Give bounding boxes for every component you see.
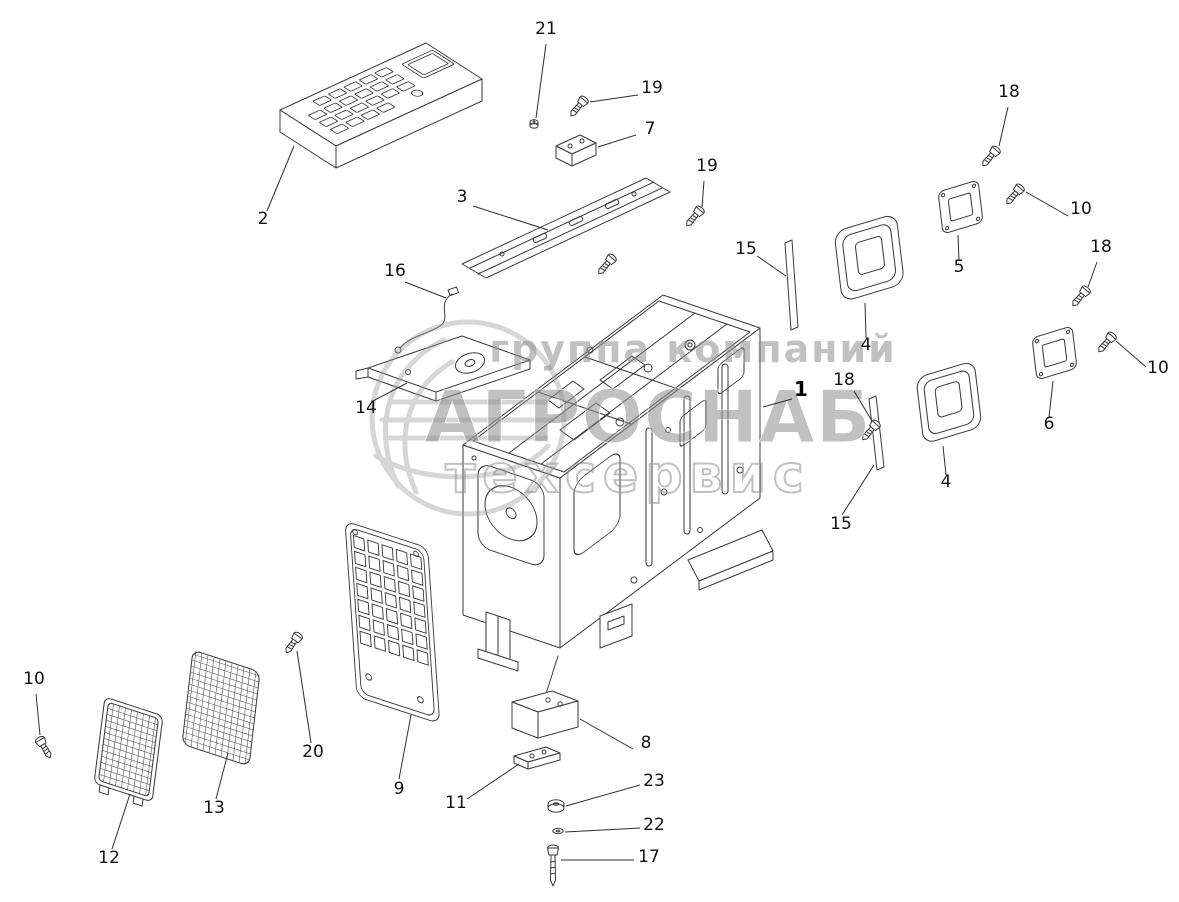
part-3-slide-rail (461, 177, 671, 279)
part-17-screw (547, 844, 559, 887)
callout-23: 23 (643, 771, 665, 791)
callout-labels: 21 19 7 2 3 19 16 14 18 10 5 15 4 18 10 … (23, 19, 1169, 868)
part-16-wiring (394, 286, 460, 354)
part-6-bezel (1032, 327, 1077, 379)
callout-2: 2 (258, 209, 269, 229)
callout-10-b: 10 (1147, 358, 1169, 378)
callout-20: 20 (302, 742, 324, 762)
callout-10-a: 10 (1070, 199, 1092, 219)
housing-interior (508, 312, 728, 465)
callout-10-c: 10 (23, 669, 45, 689)
watermark: группа компаний АГРОСНАБ техсервис (369, 319, 897, 517)
housing-left-opening (477, 465, 545, 566)
keypad-buttons-icon (308, 50, 455, 134)
panel-9-holes (352, 534, 429, 666)
part-4-gasket-a (834, 215, 904, 300)
part-19-screw-b (682, 203, 707, 230)
part-13-mesh-panel (182, 650, 260, 765)
part-4-gasket-b (916, 362, 982, 442)
part-11-bracket (513, 746, 561, 770)
callout-12: 12 (98, 848, 120, 868)
callout-16: 16 (384, 261, 406, 281)
leader-lines (35, 43, 1147, 861)
callout-15-a: 15 (735, 239, 757, 259)
grille-grid-icon (99, 703, 158, 796)
rail-mount-screw (594, 251, 619, 278)
part-12-grille-panel (94, 698, 163, 807)
callout-18-b: 18 (1090, 237, 1112, 257)
housing-feet (477, 529, 774, 672)
callout-13: 13 (203, 798, 225, 818)
callout-17: 17 (638, 847, 660, 867)
callout-4-a: 4 (861, 335, 872, 355)
mesh-grid-icon (182, 650, 260, 765)
callout-15-b: 15 (830, 514, 852, 534)
part-18-screw-b (1068, 283, 1093, 310)
watermark-line-2: АГРОСНАБ (424, 375, 871, 459)
callout-5: 5 (954, 257, 965, 277)
callout-18-a: 18 (998, 82, 1020, 102)
callout-7: 7 (645, 119, 656, 139)
callout-6: 6 (1044, 414, 1055, 434)
part-8-connector-box (511, 690, 579, 739)
watermark-line-3: техсервис (445, 445, 810, 505)
part-20-screw (281, 630, 305, 657)
part-15-seal-strip-b (868, 395, 885, 471)
callout-9: 9 (394, 779, 405, 799)
callout-3: 3 (457, 187, 468, 207)
part-14-cover-plate (355, 335, 531, 402)
callout-11: 11 (445, 793, 467, 813)
part-18-screw-a (978, 143, 1003, 170)
watermark-text: группа компаний АГРОСНАБ техсервис (424, 327, 897, 506)
part-9-perforated-panel (345, 523, 440, 722)
callout-4-b: 4 (941, 472, 952, 492)
part-7-clamp (555, 134, 597, 167)
watermark-line-1: группа компаний (489, 327, 897, 371)
watermark-logo-icon (369, 319, 567, 517)
part-10-screw-a (1002, 181, 1027, 208)
callout-19-b: 19 (696, 156, 718, 176)
part-5-bezel (938, 181, 983, 233)
callout-8: 8 (641, 733, 652, 753)
callout-14: 14 (355, 398, 377, 418)
part-19-screw-a (566, 93, 591, 120)
part-10-screw-c (33, 734, 56, 761)
part-22-washer (552, 827, 564, 835)
callout-21: 21 (535, 19, 557, 39)
part-15-seal-strip-a (784, 239, 799, 331)
callout-22: 22 (643, 815, 665, 835)
callout-18-c: 18 (833, 370, 855, 390)
part-10-screw-b (1094, 329, 1119, 356)
part-1-main-housing (462, 294, 774, 698)
part-23-washer (547, 799, 565, 813)
part-2-control-panel (279, 42, 483, 169)
callout-19-a: 19 (641, 78, 663, 98)
housing-right-openings (573, 347, 745, 556)
callout-1-main: 1 (794, 377, 808, 401)
part-21-nut (529, 119, 539, 129)
